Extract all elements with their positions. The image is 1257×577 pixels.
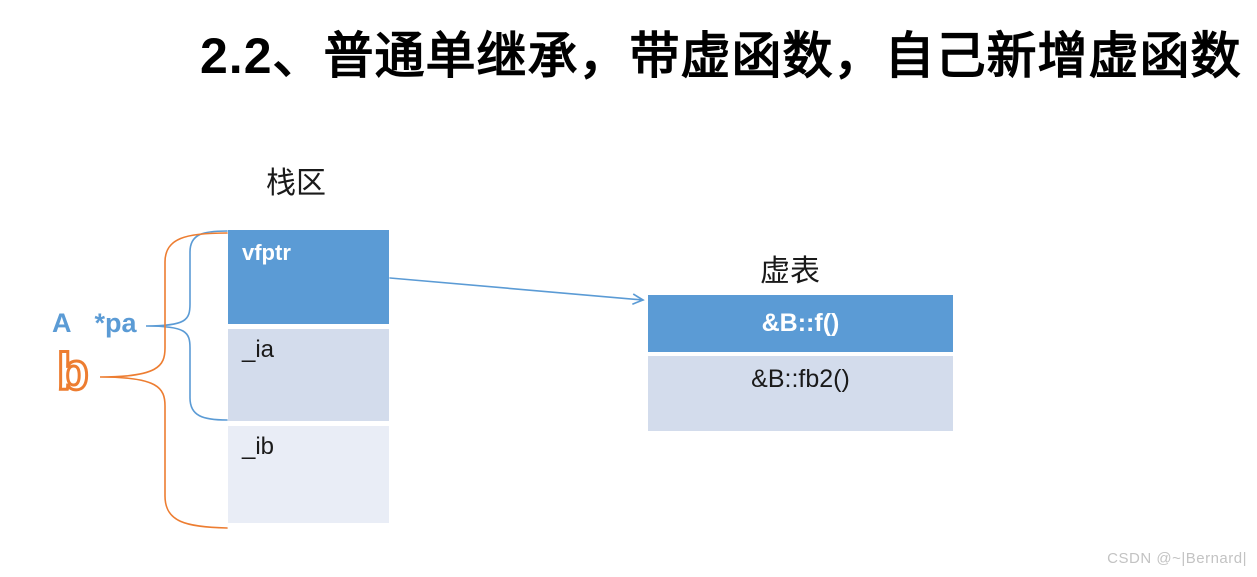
watermark: CSDN @~|Bernard| bbox=[1107, 550, 1247, 567]
stack-cell-ib: _ib bbox=[228, 426, 389, 523]
stack-area-label: 栈区 bbox=[266, 167, 326, 200]
vtable-cell-bf: &B::f() bbox=[648, 295, 953, 352]
vtable-label: 虚表 bbox=[760, 255, 820, 288]
page-title: 2.2、普通单继承，带虚函数，自己新增虚函数 bbox=[200, 28, 1242, 84]
b-object-brace bbox=[99, 232, 228, 529]
pointer-type-label: A bbox=[52, 308, 72, 338]
stack-memory-box: vfptr _ia _ib bbox=[228, 230, 389, 523]
object-b-label: b bbox=[56, 343, 91, 401]
pointer-declaration-label: A *pa bbox=[52, 308, 137, 339]
pointer-name-label: *pa bbox=[94, 308, 137, 338]
stack-cell-ia: _ia bbox=[228, 329, 389, 421]
vtable-box: &B::f() &B::fb2() bbox=[648, 295, 953, 431]
vtable-cell-bfb2: &B::fb2() bbox=[648, 356, 953, 431]
vfptr-to-vtable-arrow bbox=[389, 277, 645, 305]
stack-cell-vfptr: vfptr bbox=[228, 230, 389, 324]
a-subobject-brace bbox=[145, 230, 228, 421]
